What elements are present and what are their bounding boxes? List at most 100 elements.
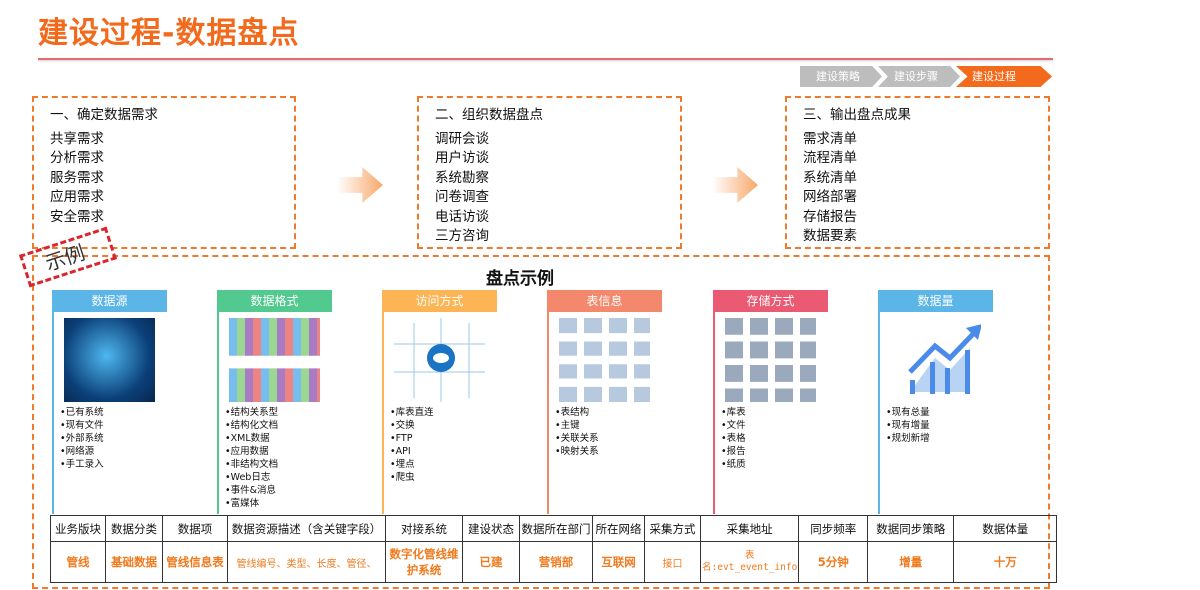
table-cell: 互联网 (592, 541, 645, 583)
step-box-1: 一、确定数据需求共享需求分析需求服务需求应用需求安全需求 (32, 96, 296, 249)
step-item: 应用需求 (50, 189, 104, 205)
card-illustration (64, 318, 155, 402)
card-item: 外部系统 (60, 432, 165, 445)
inventory-table: 业务版块数据分类数据项数据资源描述（含关键字段）对接系统建设状态数据所在部门所在… (50, 515, 1058, 583)
card-header: 表信息 (547, 290, 662, 312)
step-item: 电话访谈 (435, 208, 489, 225)
table-cell: 十万 (953, 541, 1058, 583)
column-header: 同步频率 (798, 515, 869, 542)
step-item: 需求清单 (803, 130, 857, 147)
column-header: 数据资源描述（含关键字段） (227, 515, 386, 542)
card-item: 关联关系 (555, 432, 660, 445)
column-header: 数据项 (162, 515, 228, 542)
step-item: 分析需求 (50, 150, 104, 166)
crumb-strategy[interactable]: 建设策略 (800, 66, 882, 87)
card-3: 访问方式库表直连交换FTPAPI埋点爬虫 (382, 290, 497, 514)
column-header: 所在网络 (592, 515, 645, 542)
table-cell: 数字化管线维护系统 (385, 541, 463, 583)
card-item: 库表直连 (390, 406, 495, 419)
column-header: 对接系统 (385, 515, 463, 542)
card-item: 应用数据 (225, 445, 330, 458)
column-header: 建设状态 (462, 515, 520, 542)
title-divider (38, 58, 1053, 60)
card-item: 富媒体 (225, 497, 330, 510)
step-heading: 一、确定数据需求 (50, 107, 158, 123)
crumb-process[interactable]: 建设过程 (956, 66, 1052, 87)
card-item: 现有文件 (60, 419, 165, 432)
table-cell: 营销部 (519, 541, 593, 583)
card-item: 网络源 (60, 445, 165, 458)
step-heading: 二、组织数据盘点 (435, 107, 543, 123)
arrow-icon (337, 167, 383, 203)
step-item: 系统清单 (803, 169, 857, 186)
column-header: 数据分类 (105, 515, 163, 542)
card-item: 纸质 (721, 458, 826, 471)
example-title: 盘点示例 (486, 269, 554, 289)
column-header: 数据体量 (953, 515, 1058, 542)
card-item: 现有总量 (886, 406, 991, 419)
card-illustration (725, 318, 816, 402)
column-header: 采集地址 (699, 515, 800, 542)
card-illustration (394, 318, 485, 402)
card-item: 文件 (721, 419, 826, 432)
card-header: 存储方式 (713, 290, 828, 312)
column-header: 数据同步策略 (867, 515, 955, 542)
step-box-2: 二、组织数据盘点调研会谈用户访谈系统勘察问卷调查电话访谈三方咨询 (417, 96, 682, 249)
card-2: 数据格式结构关系型结构化文档XML数据应用数据非结构文档Web日志事件&消息富媒… (217, 290, 332, 514)
card-item: 交换 (390, 419, 495, 432)
card-item: XML数据 (225, 432, 330, 445)
card-6: 数据量现有总量现有增量规划新增 (878, 290, 993, 514)
card-4: 表信息表结构主键关联关系映射关系 (547, 290, 662, 514)
card-header: 数据源 (52, 290, 167, 312)
column-header: 业务版块 (50, 515, 106, 542)
table-cell: 表名:evt_event_info (699, 541, 800, 583)
card-item: 报告 (721, 445, 826, 458)
step-item: 流程清单 (803, 150, 857, 166)
card-item: 非结构文档 (225, 458, 330, 471)
table-cell: 基础数据 (105, 541, 163, 583)
card-1: 数据源已有系统现有文件外部系统网络源手工录入 (52, 290, 167, 514)
card-item: API (390, 445, 495, 458)
step-box-3: 三、输出盘点成果需求清单流程清单系统清单网络部署存储报告数据要素 (785, 96, 1050, 249)
table-cell: 5分钟 (798, 541, 869, 583)
table-cell: 已建 (462, 541, 520, 583)
card-item: 已有系统 (60, 406, 165, 419)
card-item: Web日志 (225, 471, 330, 484)
card-item: 表结构 (555, 406, 660, 419)
column-header: 采集方式 (644, 515, 701, 542)
card-item: 规划新增 (886, 432, 991, 445)
card-header: 数据格式 (217, 290, 332, 312)
card-item: 库表 (721, 406, 826, 419)
card-item: 主键 (555, 419, 660, 432)
card-header: 访问方式 (382, 290, 497, 312)
step-item: 问卷调查 (435, 189, 489, 205)
step-item: 服务需求 (50, 169, 104, 186)
step-item: 调研会谈 (435, 130, 489, 147)
card-item: 结构关系型 (225, 406, 330, 419)
step-item: 安全需求 (50, 208, 104, 225)
arrow-icon (712, 167, 758, 203)
card-illustration (229, 318, 320, 402)
table-cell: 管线信息表 (162, 541, 228, 583)
card-illustration (559, 318, 650, 402)
table-cell: 增量 (867, 541, 955, 583)
card-item: 埋点 (390, 458, 495, 471)
step-item: 网络部署 (803, 189, 857, 205)
card-header: 数据量 (878, 290, 993, 312)
step-item: 存储报告 (803, 208, 857, 225)
breadcrumb: 建设策略 建设步骤 建设过程 (800, 66, 1052, 87)
card-item: FTP (390, 432, 495, 445)
page-title: 建设过程-数据盘点 (38, 16, 300, 51)
card-item: 表格 (721, 432, 826, 445)
example-panel (32, 255, 1050, 589)
card-item: 爬虫 (390, 471, 495, 484)
step-item: 数据要素 (803, 228, 857, 244)
step-item: 共享需求 (50, 130, 104, 147)
step-item: 系统勘察 (435, 169, 489, 186)
step-item: 用户访谈 (435, 150, 489, 166)
step-item: 三方咨询 (435, 228, 489, 244)
card-item: 映射关系 (555, 445, 660, 458)
card-item: 现有增量 (886, 419, 991, 432)
card-item: 手工录入 (60, 458, 165, 471)
crumb-steps[interactable]: 建设步骤 (878, 66, 960, 87)
